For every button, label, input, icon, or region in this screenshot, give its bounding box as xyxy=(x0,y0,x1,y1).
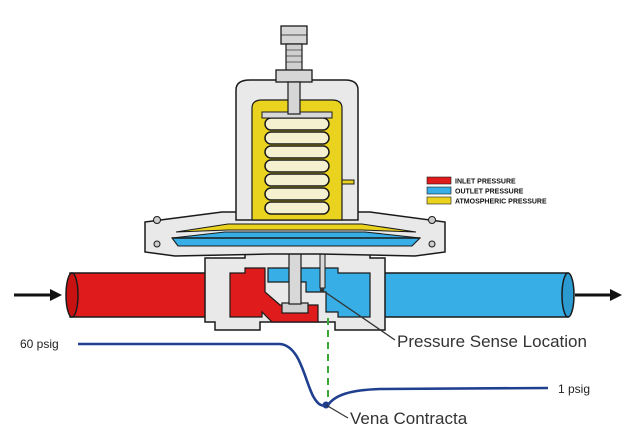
outlet-psig-label: 1 psig xyxy=(558,382,590,396)
pressure-sense-callout: Pressure Sense Location xyxy=(319,287,587,351)
legend-label-atmospheric: ATMOSPHERIC PRESSURE xyxy=(455,199,547,206)
diaphragm-case xyxy=(144,211,446,257)
legend-item-atmospheric: ATMOSPHERIC PRESSURE xyxy=(426,196,547,206)
inlet-flow-arrow xyxy=(14,289,62,301)
adjusting-screw xyxy=(275,25,313,115)
vena-contracta-label: Vena Contracta xyxy=(350,409,468,428)
legend-label-outlet: OUTLET PRESSURE xyxy=(455,189,524,196)
inlet-pipe xyxy=(65,272,231,318)
vena-contracta-callout: Vena Contracta xyxy=(325,404,468,428)
lock-nut xyxy=(275,69,313,83)
outlet-flow-arrow xyxy=(575,289,622,301)
bonnet-vent xyxy=(341,179,355,185)
bolt-left xyxy=(153,216,161,224)
spring-bonnet xyxy=(235,79,359,221)
diaphragm-outlet-chamber xyxy=(170,231,422,247)
legend-item-inlet: INLET PRESSURE xyxy=(426,176,516,186)
legend-swatch-inlet xyxy=(426,176,452,185)
legend-swatch-atmospheric xyxy=(426,196,452,205)
legend-item-outlet: OUTLET PRESSURE xyxy=(426,186,524,196)
regulator-spring xyxy=(264,117,330,215)
valve-body xyxy=(204,243,386,331)
legend-label-inlet: INLET PRESSURE xyxy=(455,179,516,186)
pressure-profile-curve xyxy=(78,342,549,407)
inlet-psig-label: 60 psig xyxy=(20,337,59,351)
pressure-sense-label: Pressure Sense Location xyxy=(397,332,587,351)
diaphragm-atmospheric-layer xyxy=(175,223,417,233)
legend: INLET PRESSURE OUTLET PRESSURE ATMOSPHER… xyxy=(426,176,547,206)
legend-swatch-outlet xyxy=(426,186,452,195)
outlet-pipe xyxy=(369,272,575,318)
bolt-right xyxy=(428,216,436,224)
